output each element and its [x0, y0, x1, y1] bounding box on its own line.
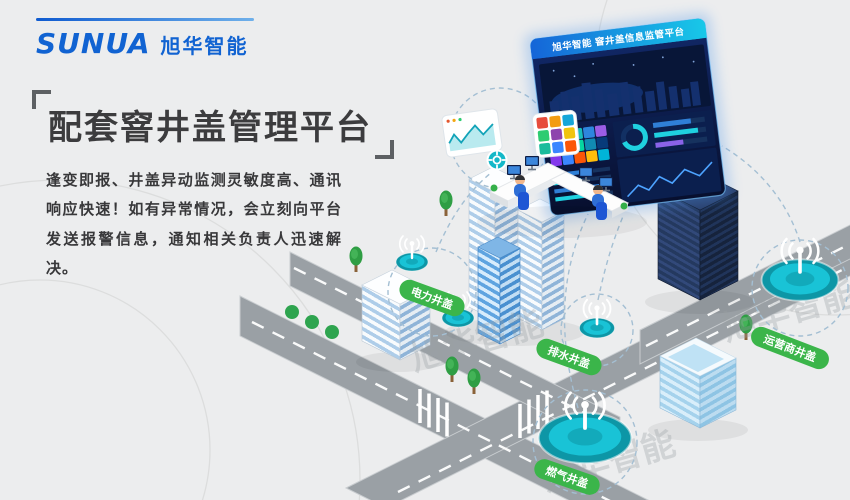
operator-person — [514, 175, 529, 210]
description-paragraph: 逢变即报、井盖异动监测灵敏度高、通讯响应快速！如有异常情况，会立刻向平台发送报警… — [46, 172, 342, 277]
brand-accent-line — [36, 18, 254, 21]
tree-icon — [439, 190, 453, 216]
building-tower-blue — [477, 236, 521, 345]
label-power: 电力井盖 — [399, 279, 465, 317]
monitor-icon — [524, 155, 540, 171]
label-operator: 运营商井盖 — [751, 326, 829, 370]
brand-logo: SUNUA 旭华智能 — [36, 27, 248, 60]
building-glass-right — [648, 337, 748, 441]
bracket-bottom-right — [375, 140, 394, 159]
gear-icon — [492, 155, 502, 165]
tree-icon — [467, 368, 481, 394]
chart-card — [441, 108, 503, 158]
screen-city-panel — [539, 44, 711, 126]
dashboard-screen: 旭华智能 窨井盖信息监管平台 — [524, 12, 732, 222]
road-centerlines — [251, 242, 850, 500]
app-grid-card — [531, 109, 581, 159]
operator-person — [592, 185, 607, 220]
bracket-top-left — [32, 90, 51, 109]
manhole-drain — [578, 298, 616, 339]
page-title: 配套窨井盖管理平台 — [48, 108, 372, 148]
screen-line-chart — [617, 147, 722, 204]
floating-cards — [441, 108, 581, 171]
logo-text-en: SUNUA — [36, 27, 151, 60]
logo-text-cn: 旭华智能 — [160, 36, 249, 58]
greenery — [285, 190, 753, 394]
screen-gauge-panel — [612, 109, 716, 158]
headline: 配套窨井盖管理平台 — [32, 90, 394, 159]
bushes — [285, 305, 339, 339]
manhole-label-pills: 电力井盖 排水井盖 运营商井盖 燃气井盖 — [399, 279, 829, 495]
zebra-crossing — [418, 389, 449, 437]
buildings — [356, 149, 755, 441]
manhole-power-1 — [395, 234, 429, 272]
tree-icon — [349, 246, 363, 272]
control-room — [477, 155, 647, 238]
gear-badge — [486, 149, 508, 171]
